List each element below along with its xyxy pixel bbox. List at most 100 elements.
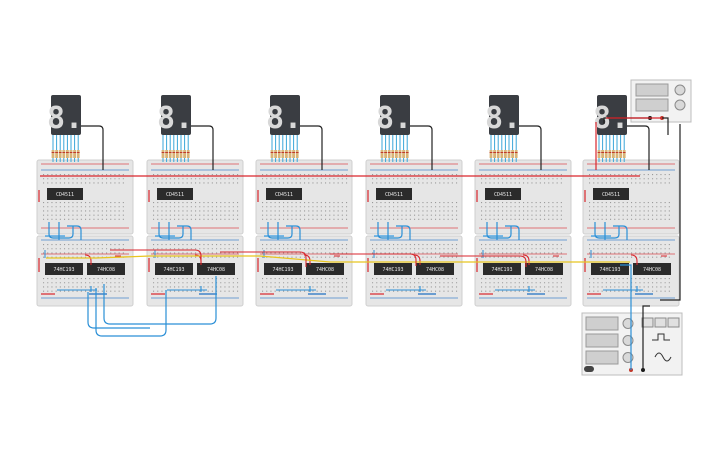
- resistor[interactable]: [69, 150, 73, 158]
- seven-segment-display[interactable]: 8.: [485, 95, 521, 162]
- resistor[interactable]: [601, 150, 604, 158]
- power-supply[interactable]: [630, 79, 692, 123]
- breadboard-bottom[interactable]: [474, 235, 572, 307]
- jumper-wire[interactable]: [522, 254, 559, 265]
- ic-74hc193[interactable]: [45, 263, 83, 275]
- resistor[interactable]: [608, 150, 612, 158]
- ic-74hc08[interactable]: [633, 263, 671, 275]
- waveform-triangle-button[interactable]: [667, 317, 680, 328]
- resistor[interactable]: [619, 150, 622, 158]
- resistor[interactable]: [168, 150, 172, 158]
- resistor[interactable]: [295, 150, 299, 158]
- resistor[interactable]: [398, 150, 402, 158]
- resistor[interactable]: [161, 150, 165, 158]
- breadboard-top[interactable]: [36, 159, 134, 235]
- resistor[interactable]: [292, 150, 295, 158]
- ic-cd4511[interactable]: [485, 188, 521, 200]
- ic-cd4511[interactable]: [593, 188, 629, 200]
- seven-segment-display[interactable]: 8.: [376, 95, 412, 162]
- resistor[interactable]: [493, 150, 496, 158]
- carry-wire[interactable]: [110, 249, 202, 264]
- jumper-wire[interactable]: [57, 286, 97, 292]
- ic-cd4511[interactable]: [376, 188, 412, 200]
- resistor[interactable]: [165, 150, 168, 158]
- resistor[interactable]: [380, 150, 384, 158]
- resistor[interactable]: [405, 150, 409, 158]
- knob-icon[interactable]: [674, 84, 686, 96]
- ic-74hc08[interactable]: [306, 263, 344, 275]
- resistor[interactable]: [186, 150, 190, 158]
- reset-wire[interactable]: [87, 292, 150, 329]
- resistor[interactable]: [489, 150, 493, 158]
- power-switch[interactable]: [584, 366, 594, 372]
- jumper-wire[interactable]: [264, 222, 301, 240]
- resistor[interactable]: [66, 150, 69, 158]
- breadboard-top[interactable]: [474, 159, 572, 235]
- jumper-wire[interactable]: [276, 286, 316, 292]
- jumper-wire[interactable]: [495, 286, 535, 292]
- breadboard-top[interactable]: [582, 159, 680, 235]
- ground-wire[interactable]: [410, 125, 433, 170]
- ground-wire[interactable]: [81, 125, 104, 170]
- resistor[interactable]: [62, 150, 66, 158]
- function-generator[interactable]: [581, 312, 683, 376]
- ground-wire[interactable]: [191, 125, 214, 170]
- resistor[interactable]: [76, 150, 80, 158]
- ic-74hc193[interactable]: [591, 263, 629, 275]
- ic-74hc08[interactable]: [197, 263, 235, 275]
- jumper-wire[interactable]: [45, 222, 82, 240]
- jumper-wire[interactable]: [483, 222, 520, 240]
- resistor[interactable]: [514, 150, 518, 158]
- signal-wire[interactable]: [620, 264, 632, 370]
- resistor[interactable]: [176, 150, 179, 158]
- jumper-wire[interactable]: [591, 222, 628, 240]
- breadboard-bottom[interactable]: [255, 235, 353, 307]
- clock-bus-wire[interactable]: [46, 255, 630, 263]
- ground-wire[interactable]: [627, 125, 650, 170]
- waveform-sine-button[interactable]: [654, 317, 667, 328]
- jumper-wire[interactable]: [155, 222, 192, 240]
- jumper-wire[interactable]: [374, 222, 411, 240]
- resistor[interactable]: [391, 150, 395, 158]
- supply-wire[interactable]: [595, 117, 662, 170]
- resistor[interactable]: [183, 150, 186, 158]
- ic-74hc08[interactable]: [416, 263, 454, 275]
- ic-74hc08[interactable]: [87, 263, 125, 275]
- resistor[interactable]: [73, 150, 76, 158]
- supply-wire[interactable]: [660, 124, 681, 301]
- carry-wire[interactable]: [220, 251, 307, 267]
- breadboard-top[interactable]: [365, 159, 463, 235]
- resistor[interactable]: [270, 150, 274, 158]
- resistor[interactable]: [511, 150, 514, 158]
- carry-wire[interactable]: [440, 255, 527, 267]
- resistor[interactable]: [507, 150, 511, 158]
- resistor[interactable]: [395, 150, 398, 158]
- jumper-wire[interactable]: [603, 286, 643, 292]
- seven-segment-display[interactable]: 8.: [157, 95, 193, 162]
- resistor[interactable]: [285, 150, 288, 158]
- jumper-wire[interactable]: [630, 254, 667, 265]
- resistor[interactable]: [604, 150, 608, 158]
- ground-wire[interactable]: [519, 125, 542, 170]
- ic-cd4511[interactable]: [266, 188, 302, 200]
- resistor[interactable]: [496, 150, 500, 158]
- ic-74hc193[interactable]: [483, 263, 521, 275]
- resistor[interactable]: [384, 150, 387, 158]
- jumper-wire[interactable]: [167, 286, 207, 292]
- jumper-wire[interactable]: [84, 254, 121, 265]
- resistor[interactable]: [55, 150, 58, 158]
- waveform-square-button[interactable]: [641, 317, 654, 328]
- breadboard-bottom[interactable]: [146, 235, 244, 307]
- seven-segment-display[interactable]: 8.: [47, 95, 83, 162]
- resistor[interactable]: [500, 150, 504, 158]
- ic-cd4511[interactable]: [157, 188, 193, 200]
- ground-wire[interactable]: [300, 125, 323, 170]
- knob-icon[interactable]: [674, 99, 686, 111]
- ic-74hc193[interactable]: [155, 263, 193, 275]
- resistor[interactable]: [597, 150, 601, 158]
- breadboard-top[interactable]: [255, 159, 353, 235]
- resistor[interactable]: [622, 150, 626, 158]
- resistor[interactable]: [402, 150, 405, 158]
- seven-segment-display[interactable]: 8.: [593, 95, 629, 162]
- resistor[interactable]: [51, 150, 55, 158]
